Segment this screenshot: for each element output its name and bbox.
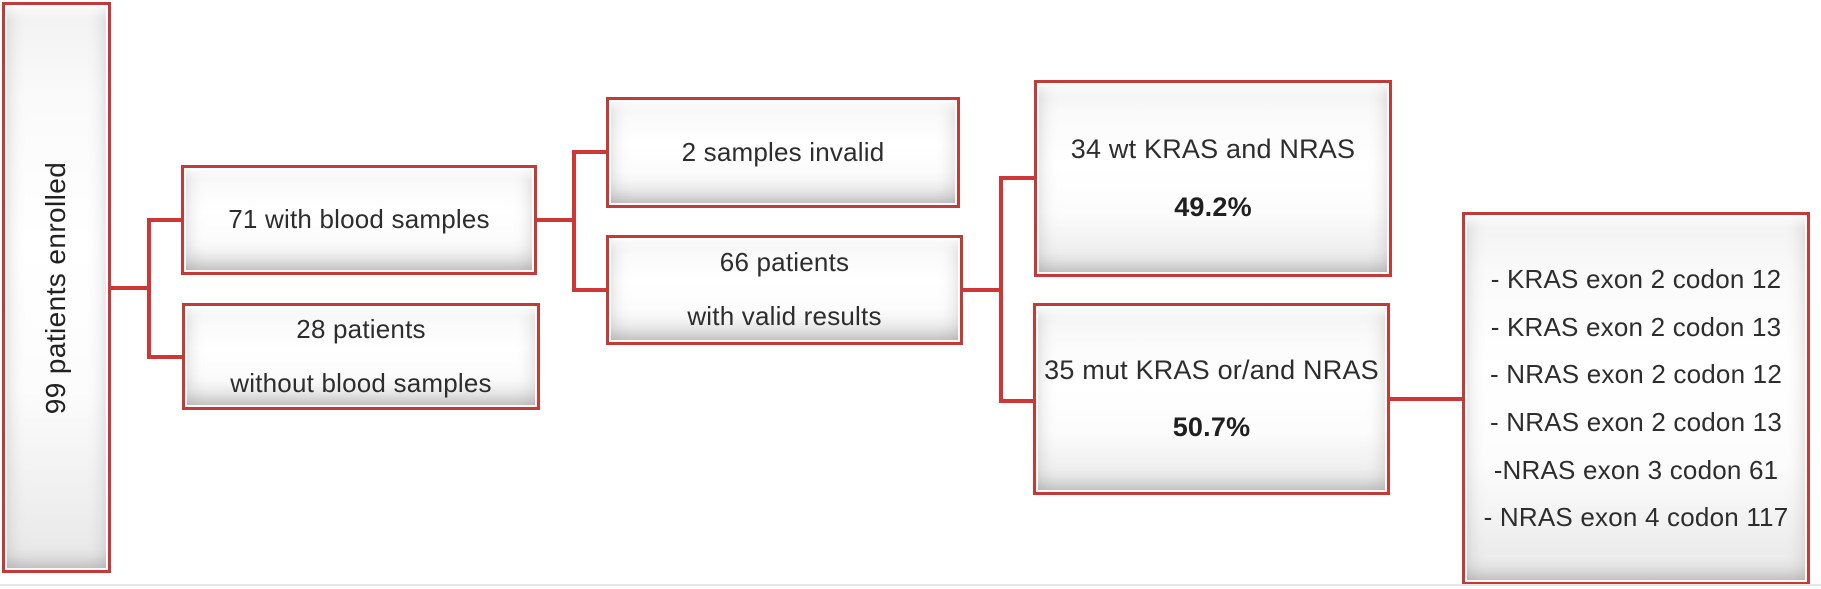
connector-enrolled-stub-bottom (147, 355, 182, 359)
mutation-item: -NRAS exon 3 codon 61 (1493, 454, 1779, 485)
mutation-item: - NRAS exon 4 codon 117 (1483, 502, 1789, 533)
node-mutant-percent: 50.7% (1172, 412, 1251, 442)
connector-valid-stub-bottom (999, 399, 1033, 403)
node-without-blood-samples: 28 patients without blood samples (182, 303, 540, 410)
mutation-item: - KRAS exon 2 codon 13 (1490, 311, 1782, 342)
connector-valid-vertical (999, 176, 1003, 403)
node-valid-results: 66 patients with valid results (606, 235, 963, 345)
node-wildtype-percent: 49.2% (1174, 191, 1252, 222)
connector-blood-horizontal (535, 218, 574, 222)
node-wildtype-kras-nras: 34 wt KRAS and NRAS 49.2% (1034, 80, 1392, 277)
connector-blood-stub-bottom (572, 288, 606, 292)
node-mutant-kras-nras: 35 mut KRAS or/and NRAS 50.7% (1033, 303, 1390, 495)
connector-enrolled-stub-top (147, 218, 181, 222)
node-patients-enrolled-label: 99 patients enrolled (40, 161, 72, 414)
node-mutant-label: 35 mut KRAS or/and NRAS (1044, 354, 1379, 385)
connector-enrolled-vertical (147, 218, 151, 359)
connector-enrolled-horizontal (109, 286, 149, 290)
mutation-item: - KRAS exon 2 codon 12 (1490, 264, 1782, 295)
connector-valid-stub-top (999, 176, 1034, 180)
connector-blood-stub-top (572, 150, 606, 154)
node-samples-invalid-label: 2 samples invalid (681, 136, 885, 167)
mutation-item: - NRAS exon 2 codon 13 (1489, 407, 1782, 437)
node-mutations-list: - KRAS exon 2 codon 12 - KRAS exon 2 cod… (1462, 212, 1810, 585)
node-patients-enrolled: 99 patients enrolled (2, 2, 111, 573)
node-samples-invalid: 2 samples invalid (606, 97, 960, 208)
node-wildtype-label: 34 wt KRAS and NRAS (1070, 134, 1356, 165)
node-without-blood-samples-line1: 28 patients (296, 313, 426, 344)
connector-blood-vertical (572, 150, 576, 292)
node-valid-results-line2: with valid results (687, 301, 882, 331)
connector-mutant-to-mutations (1388, 397, 1462, 401)
connector-valid-horizontal (961, 288, 1001, 292)
node-valid-results-line1: 66 patients (719, 247, 850, 278)
page-bottom-rule (0, 584, 1821, 586)
mutation-item: - NRAS exon 2 codon 12 (1489, 359, 1782, 390)
node-without-blood-samples-line2: without blood samples (230, 367, 492, 398)
node-with-blood-samples: 71 with blood samples (181, 165, 537, 275)
node-with-blood-samples-label: 71 with blood samples (228, 204, 490, 235)
